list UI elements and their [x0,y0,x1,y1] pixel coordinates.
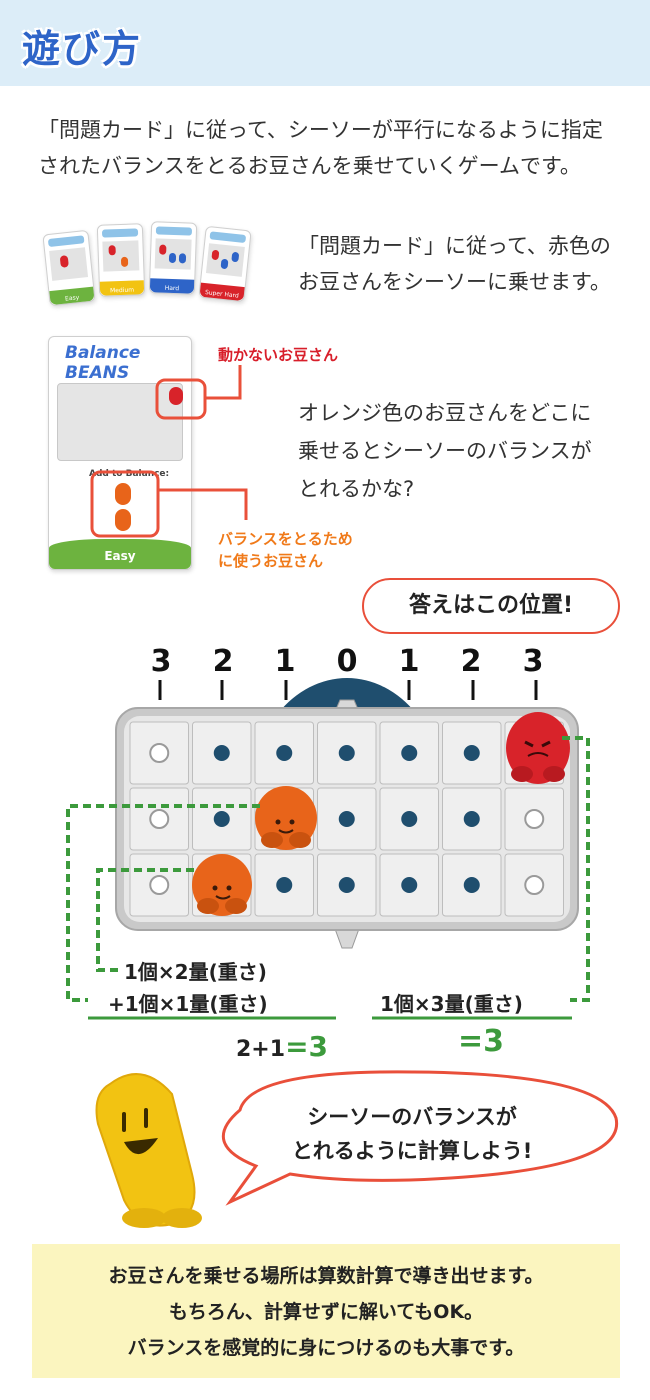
intro-text: 「問題カード」に従って、シーソーが平行になるように指定 されたバランスをとるお豆… [38,112,618,184]
card-logo: Balance BEANS [65,343,141,383]
speech-bubble-line-2: とれるように計算しよう! [291,1139,533,1163]
header-band: 遊び方 [0,0,650,86]
step1-line-2: お豆さんをシーソーに乗せます。 [298,270,611,294]
board-hole [401,745,418,761]
board-hole [338,877,355,893]
mascot-area [95,1070,619,1228]
board-hole [149,809,170,829]
card-level-label: Easy [104,549,136,563]
intro-line-1: 「問題カード」に従って、シーソーが平行になるように指定 [38,118,603,142]
formula-right-result: =3 [458,1024,505,1059]
position-number: 1 [398,644,420,679]
card-orange-bean-1 [115,483,131,505]
position-ticks [158,680,538,700]
card-level-band [49,539,191,569]
board-hole [213,745,230,761]
board-hole [338,745,355,761]
card-mini-board [57,383,183,461]
board-hole [401,877,418,893]
step1-text: 「問題カード」に従って、赤色の お豆さんをシーソーに乗せます。 [298,228,628,300]
board-hole [149,743,170,763]
orange-bean-upper [255,786,317,850]
step2-text: オレンジ色のお豆さんをどこに 乗せるとシーソーのバランスが とれるかな? [298,394,628,508]
formula-right-line-1: 1個×3量(重さ) [380,992,523,1016]
speech-bubble-text: シーソーのバランスが とれるように計算しよう! [262,1100,562,1168]
balance-bean-label: バランスをとるため に使うお豆さん [218,528,353,572]
note-line-1: お豆さんを乗せる場所は算数計算で導き出せます。 [108,1265,544,1287]
board-hole [524,875,545,895]
formula-left-sum-result: =3 [285,1030,329,1063]
board-hole [463,745,480,761]
step1-line-1: 「問題カード」に従って、赤色の [298,234,611,258]
card-orange-bean-2 [115,509,131,531]
board-hole [463,811,480,827]
page-title: 遊び方 [22,27,143,71]
speech-bubble [221,1070,619,1206]
step2-line-2: 乗せるとシーソーのバランスが [298,439,592,463]
board-hole [276,745,293,761]
note-box: お豆さんを乗せる場所は算数計算で導き出せます。 もちろん、計算せずに解いてもOK… [32,1244,620,1378]
card-annotation-lines [90,365,248,538]
intro-line-2: されたバランスをとるお豆さんを乗せていくゲームです。 [38,154,581,178]
position-number: 2 [460,644,482,679]
answer-label: 答えはこの位置! [362,578,620,634]
formula-left-sum-prefix: 2+1 [236,1037,286,1062]
step2-line-3: とれるかな? [298,477,415,501]
card-red-bean [169,387,183,405]
position-number: 3 [522,644,544,679]
position-number: 3 [150,644,172,679]
formula-left-sum: 2+1=3 [236,1030,328,1063]
speech-bubble-line-1: シーソーのバランスが [307,1105,517,1129]
board-hole [213,811,230,827]
note-line-3: バランスを感覚的に身につけるのも大事です。 [127,1337,525,1359]
note-line-2: もちろん、計算せずに解いてもOK。 [168,1301,484,1323]
board-hole [149,875,170,895]
sample-problem-card: Balance BEANS Add to Balance: Easy [48,336,192,570]
red-bean [506,712,570,784]
formula-left-line-2: +1個×1量(重さ) [108,992,268,1016]
board-hole [276,877,293,893]
balance-bean-label-line-2: に使うお豆さん [218,552,324,570]
formula-left-line-1: 1個×2量(重さ) [124,960,267,984]
balance-bean-label-line-1: バランスをとるため [218,530,353,548]
position-number: 0 [336,644,358,679]
step2-line-1: オレンジ色のお豆さんをどこに [298,401,592,425]
board-hole [524,809,545,829]
board-beans [192,712,570,916]
board-hole [338,811,355,827]
yellow-bean-mascot [95,1073,202,1228]
board-hole [463,877,480,893]
orange-bean-lower [192,854,252,916]
position-number: 1 [274,644,296,679]
calculation-guides [66,736,590,1020]
board-hole [401,811,418,827]
position-number: 2 [212,644,234,679]
fixed-bean-label: 動かないお豆さん [218,346,339,364]
card-add-label: Add to Balance: [89,469,170,479]
